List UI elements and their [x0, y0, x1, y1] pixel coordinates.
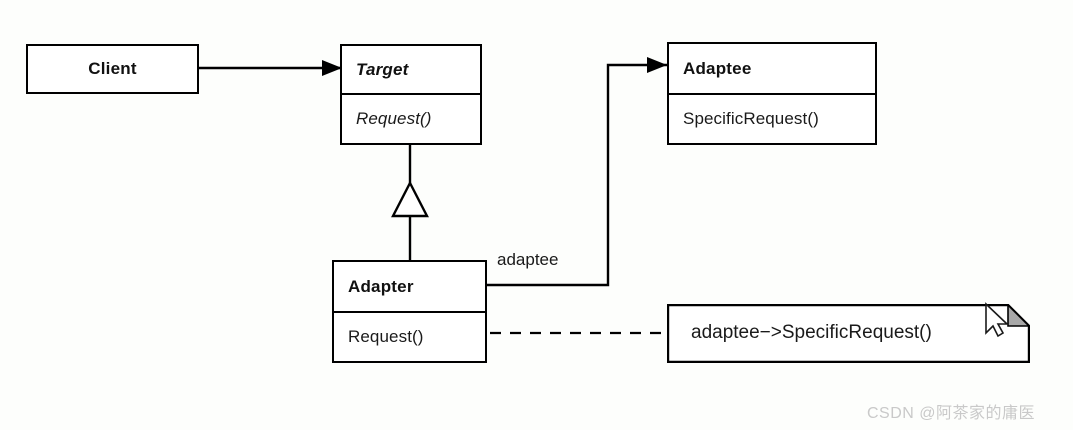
edge-client-to-target [199, 60, 342, 76]
class-operation-adaptee-specificrequest: SpecificRequest() [683, 109, 819, 128]
note-text: adaptee−>SpecificRequest() [691, 322, 932, 343]
edge-label-adaptee: adaptee [497, 250, 559, 269]
edge-adapter-to-target [391, 145, 429, 260]
class-name-adapter: Adapter [334, 262, 485, 313]
edge-adapter-to-adaptee [487, 57, 667, 287]
note-box[interactable]: adaptee−>SpecificRequest() [666, 303, 1031, 364]
class-box-adaptee[interactable]: Adaptee SpecificRequest() [667, 42, 877, 145]
watermark-text: CSDN @阿茶家的庸医 [867, 405, 1036, 422]
class-box-client[interactable]: Client [26, 44, 199, 94]
mouse-pointer-icon [985, 302, 1009, 338]
class-box-adapter[interactable]: Adapter Request() [332, 260, 487, 363]
class-box-target[interactable]: Target Request() [340, 44, 482, 145]
class-operation-target-request: Request() [356, 109, 432, 128]
class-name-client: Client [88, 59, 137, 78]
class-name-adaptee: Adaptee [669, 44, 875, 95]
class-operation-adapter-request: Request() [348, 327, 424, 346]
note-shape [666, 303, 1031, 364]
class-name-target: Target [342, 46, 480, 95]
